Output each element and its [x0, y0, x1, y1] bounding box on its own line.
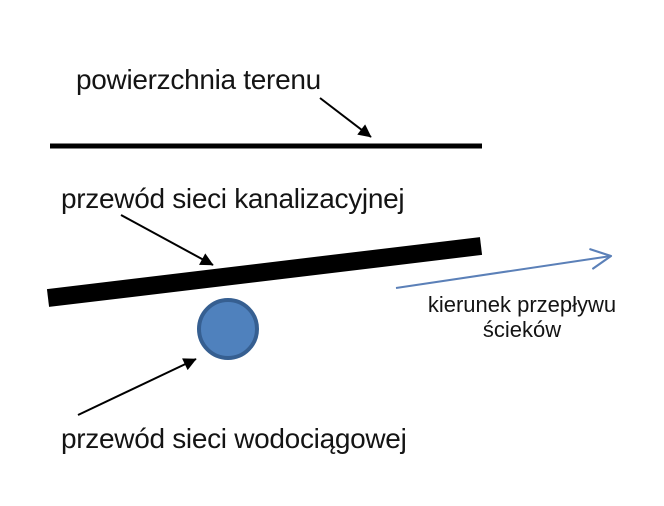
sewer-pipe-line — [46, 237, 483, 307]
sewer-pipe-label: przewód sieci kanalizacyjnej — [61, 183, 405, 214]
water-pipe-circle — [197, 298, 259, 360]
flow-direction-label-line2: ścieków — [482, 317, 562, 342]
flow-direction-arrow — [395, 248, 613, 289]
flow-direction-label-line1: kierunek przepływu — [427, 292, 617, 317]
surface-pointer-arrow — [319, 97, 372, 138]
water-pipe-label: przewód sieci wodociągowej — [61, 423, 407, 454]
sewer-pointer-arrow — [120, 214, 214, 266]
water-pointer-arrow — [77, 358, 197, 416]
flow-direction-label: kierunek przepływu ścieków — [406, 292, 638, 342]
surface-label: powierzchnia terenu — [76, 64, 321, 95]
